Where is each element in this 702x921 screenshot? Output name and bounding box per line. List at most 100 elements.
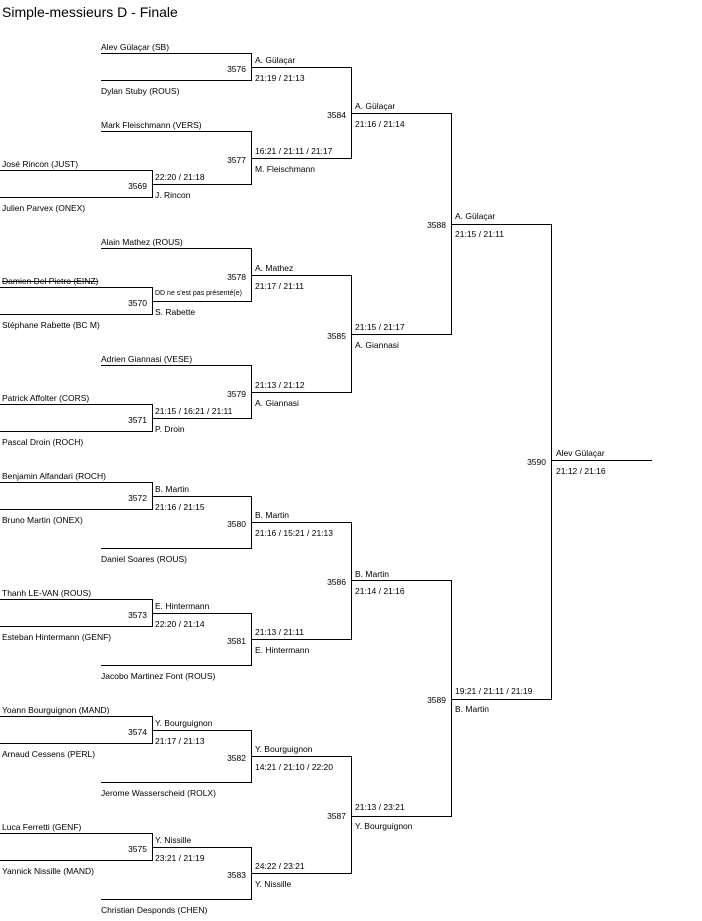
bracket-line	[251, 275, 352, 276]
match-score: 21:19 / 21:13	[255, 73, 305, 83]
match-score: 22:20 / 21:18	[155, 172, 205, 182]
bracket-line	[251, 158, 352, 159]
match-winner: A. Mathez	[255, 263, 294, 273]
match-winner: E. Hintermann	[155, 601, 210, 611]
player-name: Jerome Wasserscheid (ROLX)	[101, 788, 216, 798]
match-score: 16:21 / 21:11 / 21:17	[255, 146, 333, 156]
match-score: 21:13 / 23:21	[355, 802, 405, 812]
match-winner: A. Gülaçar	[455, 211, 496, 221]
match-winner: A. Gülaçar	[255, 55, 296, 65]
match-score: 21:13 / 21:11	[255, 627, 304, 637]
bracket-line	[0, 743, 152, 744]
match-number: 3590	[527, 457, 546, 467]
bracket-line	[0, 509, 152, 510]
bracket-line	[152, 418, 252, 419]
bracket-line	[251, 873, 352, 874]
bracket-line	[551, 224, 552, 700]
match-score: 21:16 / 15:21 / 21:13	[255, 528, 333, 538]
match-winner: Y. Bourguignon	[255, 744, 313, 754]
match-score: 21:15 / 21:17	[355, 322, 405, 332]
match-score: 21:12 / 21:16	[556, 466, 606, 476]
bracket-line	[451, 580, 452, 817]
player-name: Mark Fleischmann (VERS)	[101, 120, 202, 130]
bracket-line	[0, 833, 152, 834]
match-winner: Y. Nissille	[255, 879, 292, 889]
bracket-line	[0, 431, 152, 432]
bracket-line	[0, 404, 152, 405]
bracket-line	[101, 665, 251, 666]
match-score: 14:21 / 21:10 / 22:20	[255, 762, 333, 772]
player-name: Alev Gülaçar (SB)	[101, 42, 170, 52]
player-name: Luca Ferretti (GENF)	[2, 822, 82, 832]
match-score: 21:13 / 21:12	[255, 380, 305, 390]
bracket-line	[351, 522, 352, 640]
player-name: José Rincon (JUST)	[2, 159, 79, 169]
match-number: 3583	[227, 870, 246, 880]
match-number: 3587	[327, 811, 346, 821]
match-score: 21:14 / 21:16	[355, 586, 405, 596]
bracket-line	[101, 80, 251, 81]
player-name: Jacobo Martinez Font (ROUS)	[101, 671, 216, 681]
bracket-line	[251, 67, 352, 68]
match-score: 23:21 / 21:19	[155, 853, 205, 863]
player-name: Julien Parvex (ONEX)	[2, 203, 86, 213]
player-name: Arnaud Cessens (PERL)	[2, 749, 96, 759]
bracket-line	[451, 699, 552, 700]
bracket-line	[101, 131, 251, 132]
player-name: Damien Del Pietro (EINZ)	[2, 276, 99, 286]
match-score: 24:22 / 23:21	[255, 861, 305, 871]
match-winner: B. Martin	[355, 569, 390, 579]
match-score: 21:17 / 21:13	[155, 736, 205, 746]
bracket-line	[0, 626, 152, 627]
match-number: 3576	[227, 64, 246, 74]
bracket-line	[101, 365, 251, 366]
match-winner: A. Giannasi	[355, 340, 399, 350]
match-number: 3575	[128, 844, 147, 854]
match-winner: B. Martin	[155, 484, 190, 494]
player-name: Esteban Hintermann (GENF)	[2, 632, 112, 642]
match-score: 22:20 / 21:14	[155, 619, 205, 629]
player-name: Pascal Droin (ROCH)	[2, 437, 84, 447]
bracket-line	[251, 756, 352, 757]
match-number: 3589	[427, 695, 446, 705]
bracket-line	[101, 548, 251, 549]
player-name: Stéphane Rabette (BC M)	[2, 320, 100, 330]
match-number: 3571	[128, 415, 147, 425]
bracket-line	[0, 170, 152, 171]
match-winner: Y. Bourguignon	[155, 718, 213, 728]
match-number: 3574	[128, 727, 147, 737]
player-name: Thanh LE-VAN (ROUS)	[2, 588, 92, 598]
match-winner: E. Hintermann	[255, 645, 310, 655]
match-winner: B. Martin	[455, 704, 490, 714]
bracket-line	[152, 301, 252, 302]
match-number: 3588	[427, 220, 446, 230]
bracket-line	[152, 184, 252, 185]
match-number: 3573	[128, 610, 147, 620]
match-score: 21:15 / 21:11	[455, 229, 504, 239]
bracket-line	[351, 113, 452, 114]
bracket-line	[351, 580, 452, 581]
bracket-line	[152, 496, 252, 497]
bracket-line	[0, 482, 152, 483]
match-number: 3579	[227, 389, 246, 399]
match-number: 3586	[327, 577, 346, 587]
bracket-line	[0, 287, 152, 288]
match-winner: P. Droin	[155, 424, 185, 434]
match-winner: S. Rabette	[155, 307, 196, 317]
player-name: Christian Desponds (CHEN)	[101, 905, 208, 915]
bracket-line	[152, 730, 252, 731]
bracket-line	[152, 613, 252, 614]
match-number: 3569	[128, 181, 147, 191]
player-name: Alain Mathez (ROUS)	[101, 237, 183, 247]
match-winner: A. Gülaçar	[355, 101, 396, 111]
match-number: 3585	[327, 331, 346, 341]
match-score: 21:15 / 16:21 / 21:11	[155, 406, 233, 416]
bracket-line	[351, 756, 352, 874]
player-name: Yoann Bourguignon (MAND)	[2, 705, 110, 715]
match-winner: M. Fleischmann	[255, 164, 315, 174]
bracket-line	[0, 197, 152, 198]
player-name: Adrien Giannasi (VESE)	[101, 354, 193, 364]
match-number: 3578	[227, 272, 246, 282]
bracket-line	[101, 53, 251, 54]
match-number: 3582	[227, 753, 246, 763]
